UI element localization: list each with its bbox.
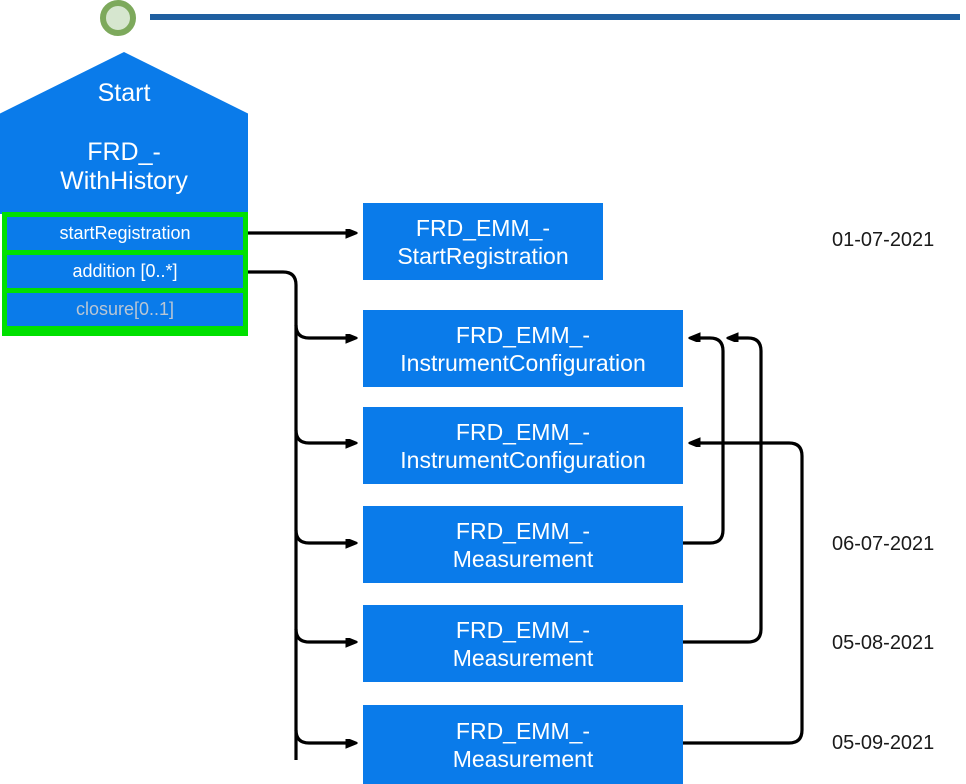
entity-box-line1: FRD_EMM_- (455, 418, 591, 445)
wire-addition-branch-6 (294, 729, 355, 743)
entity-box-label: FRD_EMM_- Measurement (453, 616, 594, 672)
entity-box-instrument-configuration-1[interactable]: FRD_EMM_- InstrumentConfiguration (363, 310, 683, 387)
wire-addition-trunk (248, 270, 298, 760)
start-node-subtitle-line1: FRD_- (87, 138, 161, 166)
entity-box-line2: StartRegistration (397, 242, 569, 269)
start-node[interactable]: Start FRD_- WithHistory (0, 52, 248, 214)
wire-measurement2-to-config1 (683, 338, 763, 644)
start-node-attributes: startRegistration addition [0..*] closur… (2, 212, 248, 336)
entity-box-label: FRD_EMM_- Measurement (453, 717, 594, 773)
entity-box-measurement-2[interactable]: FRD_EMM_- Measurement (363, 605, 683, 682)
timeline-axis (150, 14, 960, 20)
entity-box-line1: FRD_EMM_- (455, 321, 591, 348)
attribute-addition[interactable]: addition [0..*] (7, 255, 243, 288)
entity-box-measurement-1[interactable]: FRD_EMM_- Measurement (363, 506, 683, 583)
wire-measurement3-to-config2 (683, 443, 804, 745)
start-node-subtitle: FRD_- WithHistory (0, 138, 248, 196)
entity-box-line1: FRD_EMM_- (455, 517, 591, 544)
start-node-title: Start (97, 79, 151, 107)
entity-box-label: FRD_EMM_- InstrumentConfiguration (400, 418, 645, 474)
attribute-label: addition [0..*] (72, 261, 178, 281)
wire-addition-branch-2 (294, 324, 355, 338)
entity-box-line2: Measurement (452, 545, 594, 572)
attribute-label: closure[0..1] (75, 299, 175, 319)
date-label-1: 01-07-2021 (832, 229, 935, 251)
attribute-label: startRegistration (59, 223, 191, 243)
date-label-2: 06-07-2021 (832, 533, 935, 555)
entity-box-line2: InstrumentConfiguration (400, 446, 646, 473)
wire-measurement1-to-config1 (683, 338, 725, 545)
entity-box-label: FRD_EMM_- StartRegistration (397, 214, 568, 270)
entity-box-line2: InstrumentConfiguration (400, 349, 646, 376)
entity-box-line1: FRD_EMM_- (415, 214, 551, 241)
entity-box-line1: FRD_EMM_- (455, 616, 591, 643)
wire-addition-branch-4 (294, 529, 355, 543)
start-node-subtitle-line2: WithHistory (60, 167, 188, 195)
entity-box-line2: Measurement (452, 644, 594, 671)
wire-addition-branch-5 (294, 628, 355, 642)
entity-box-line2: Measurement (452, 745, 594, 772)
entity-box-label: FRD_EMM_- Measurement (453, 517, 594, 573)
date-label-4: 05-09-2021 (832, 732, 935, 754)
entity-box-instrument-configuration-2[interactable]: FRD_EMM_- InstrumentConfiguration (363, 407, 683, 484)
timeline-start-dot-icon (100, 0, 136, 36)
entity-box-start-registration[interactable]: FRD_EMM_- StartRegistration (363, 203, 603, 280)
attribute-start-registration[interactable]: startRegistration (7, 217, 243, 250)
entity-box-label: FRD_EMM_- InstrumentConfiguration (400, 321, 645, 377)
entity-box-line1: FRD_EMM_- (455, 717, 591, 744)
wire-addition-branch-3 (294, 429, 355, 443)
date-label-3: 05-08-2021 (832, 632, 935, 654)
entity-box-measurement-3[interactable]: FRD_EMM_- Measurement (363, 705, 683, 784)
attribute-closure[interactable]: closure[0..1] (7, 293, 243, 326)
